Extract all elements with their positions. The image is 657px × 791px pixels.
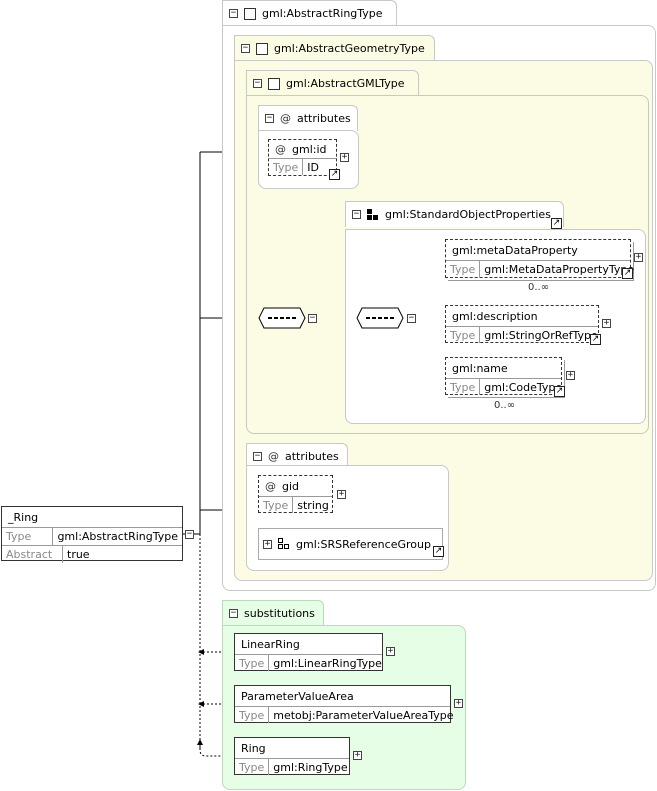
element-name: LinearRing: [241, 637, 300, 651]
type-key: Type: [446, 327, 481, 343]
type-key: Type: [446, 379, 481, 395]
element-name: gml:description: [452, 309, 538, 323]
standard-object-properties-label: gml:StandardObjectProperties: [385, 208, 551, 221]
substitutions-title: substitutions: [244, 607, 315, 620]
ring-attributes-title: attributes: [285, 450, 339, 463]
collapse-icon[interactable]: −: [241, 43, 250, 53]
expand-icon[interactable]: +: [337, 489, 346, 499]
complex-type-icon: [256, 42, 268, 55]
sequence-compositor-2[interactable]: [356, 307, 404, 329]
attribute-icon: @: [265, 479, 276, 493]
expand-icon[interactable]: +: [634, 252, 643, 262]
collapse-icon[interactable]: −: [229, 608, 238, 618]
element-name: Ring: [241, 741, 266, 755]
collapse-icon[interactable]: −: [253, 451, 262, 461]
element-type: gml:MetaDataPropertyType: [484, 262, 635, 276]
srs-reference-group[interactable]: + gml:SRSReferenceGroup: [258, 528, 443, 560]
gid-type: string: [297, 498, 329, 512]
tab-gml-attributes[interactable]: − @ attributes: [258, 105, 358, 131]
ring-element-type: gml:AbstractRingType: [57, 530, 178, 543]
expand-icon[interactable]: +: [340, 152, 349, 162]
abstract-key: Abstract: [2, 546, 63, 563]
complex-type-icon: [244, 7, 256, 20]
collapse-icon[interactable]: −: [185, 529, 194, 539]
abstract-gml-type-label: gml:AbstractGMLType: [286, 77, 405, 90]
attribute-icon: @: [268, 450, 279, 463]
expand-icon[interactable]: +: [602, 318, 611, 328]
link-arrow-icon[interactable]: ↗: [551, 218, 562, 229]
element-type: gml:CodeType: [484, 380, 563, 394]
link-arrow-icon[interactable]: ↗: [329, 169, 340, 180]
cardinality-label: 0..∞: [528, 282, 550, 293]
type-key: Type: [2, 528, 54, 545]
element-type: metobj:ParameterValueAreaType: [273, 708, 454, 722]
element-name: ParameterValueArea: [241, 689, 354, 703]
tab-abstract-ring-type[interactable]: − gml:AbstractRingType: [222, 0, 397, 26]
element-name: gml:metaDataProperty: [452, 243, 578, 257]
type-key: Type: [259, 497, 294, 513]
link-arrow-icon[interactable]: ↗: [554, 386, 565, 397]
complex-type-icon: [268, 77, 280, 90]
expand-icon[interactable]: +: [566, 370, 575, 380]
collapse-icon[interactable]: −: [352, 209, 361, 219]
attribute-group-icon: [278, 538, 290, 550]
sequence-compositor-1[interactable]: [258, 307, 306, 329]
type-key: Type: [235, 707, 270, 723]
collapse-icon[interactable]: −: [229, 8, 238, 18]
link-arrow-icon[interactable]: ↗: [622, 268, 633, 279]
element-name: gml:name: [452, 361, 508, 375]
tab-ring-attributes[interactable]: − @ attributes: [246, 443, 348, 469]
group-icon: [367, 208, 379, 221]
element-type: gml:RingType: [273, 760, 348, 774]
gid-name: gid: [282, 479, 300, 493]
type-key: Type: [235, 655, 270, 671]
attribute-icon: @: [275, 142, 286, 156]
collapse-icon[interactable]: −: [253, 78, 262, 88]
collapse-icon[interactable]: −: [265, 113, 274, 123]
ring-element-abstract: true: [67, 548, 90, 561]
link-arrow-icon[interactable]: ↗: [590, 334, 601, 345]
collapse-icon[interactable]: −: [407, 313, 416, 323]
link-arrow-icon[interactable]: ↗: [433, 546, 444, 557]
abstract-geometry-type-label: gml:AbstractGeometryType: [274, 42, 425, 55]
expand-icon[interactable]: +: [386, 646, 395, 656]
abstract-ring-type-label: gml:AbstractRingType: [262, 7, 383, 20]
srs-group-label: gml:SRSReferenceGroup: [296, 537, 431, 551]
tab-standard-object-properties[interactable]: − gml:StandardObjectProperties: [345, 201, 564, 227]
type-key: Type: [446, 261, 481, 277]
expand-icon[interactable]: +: [454, 698, 463, 708]
cardinality-label: 0..∞: [494, 400, 516, 411]
tab-abstract-geometry-type[interactable]: − gml:AbstractGeometryType: [234, 35, 435, 61]
expand-icon[interactable]: +: [353, 750, 362, 760]
collapse-icon[interactable]: −: [308, 313, 317, 323]
gml-attributes-title: attributes: [297, 112, 351, 125]
ring-element-name: _Ring: [8, 510, 39, 524]
gml-id-name: gml:id: [292, 142, 327, 156]
tab-abstract-gml-type[interactable]: − gml:AbstractGMLType: [246, 70, 419, 96]
gml-id-type: ID: [307, 160, 319, 174]
expand-icon[interactable]: +: [263, 538, 272, 549]
element-type: gml:StringOrRefType: [484, 328, 598, 342]
type-key: Type: [235, 759, 270, 775]
tab-substitutions[interactable]: − substitutions: [222, 600, 324, 626]
type-key: Type: [269, 159, 304, 175]
attribute-icon: @: [280, 112, 291, 125]
element-type: gml:LinearRingType: [273, 656, 382, 670]
